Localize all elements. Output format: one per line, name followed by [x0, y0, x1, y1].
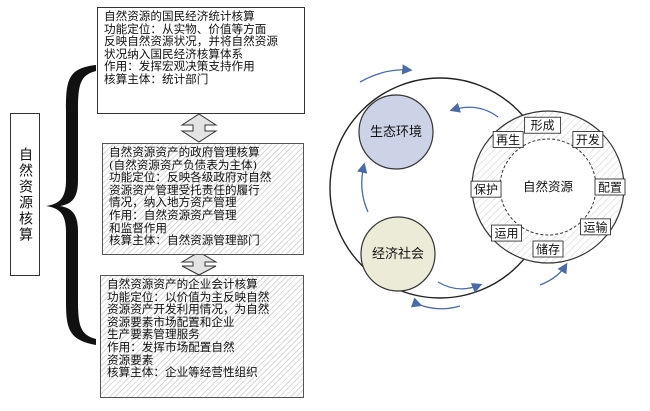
blue-arrow-right	[539, 262, 568, 286]
ring-stage-box	[491, 224, 522, 242]
box3-line: 生产要素管理服务	[107, 327, 200, 342]
blue-arrow-upper-left	[359, 64, 413, 83]
ring-stage-label: 开发	[576, 132, 600, 147]
national-accounting-box: 自然资源的国民经济统计核算功能定位：从实物、价值等方面反映自然资源状况，并将自然…	[97, 7, 305, 114]
government-accounting-box: 自然资源资产的政府管理核算(自然资源资产负债表为主体)功能定位：反映各级政府对自…	[102, 143, 304, 255]
box2-line: 和监督作用	[109, 220, 167, 235]
box2-line: 自然资源资产的政府管理核算	[109, 145, 260, 159]
box2-line: 情况，纳入地方资产管理	[109, 195, 237, 210]
ring-stage-box	[524, 116, 562, 134]
ring-stage-label: 再生	[496, 133, 520, 147]
box3-line: 自然资源资产的企业会计核算	[107, 277, 258, 291]
box1-line: 状况纳入国民经济核算体系	[104, 46, 244, 61]
box2-line: 资源资产管理受托责任的履行	[109, 182, 260, 197]
ring-stage-label: 保护	[474, 183, 498, 197]
ring-stage-box	[470, 180, 502, 198]
box1-line: 作用：发挥宏观决策支持作用	[104, 59, 255, 74]
box1-line: 自然资源的国民经济统计核算	[104, 9, 255, 23]
ring-stage-box	[572, 131, 604, 148]
ring-stage-label: 形成	[531, 119, 555, 133]
box3-line: 资源要素市场配置和企业	[107, 314, 235, 329]
blue-arrow-lower-left	[410, 297, 461, 310]
center-resource-label: 自然资源	[523, 179, 574, 194]
box3-line: 资源资产开发利用情况，为自然	[107, 302, 270, 317]
ring-stage-box	[532, 240, 564, 258]
double-arrow-1	[180, 113, 218, 143]
curly-brace	[46, 65, 96, 345]
left-vertical-title-box: 自然资源核算	[10, 113, 40, 276]
box3-line: 功能定位：以价值为主反映自然	[107, 289, 270, 304]
box3-line: 资源要素	[107, 352, 154, 367]
ring-stage-box	[580, 218, 611, 236]
ring-stage-box	[492, 131, 524, 148]
box1-line: 功能定位：从实物、价值等方面	[104, 21, 267, 36]
ring-stage-box	[594, 178, 626, 196]
box2-line: 功能定位：反映各级政府对自然	[109, 170, 272, 185]
box2-line: 核算主体：自然资源管理部门	[109, 233, 260, 248]
box3-line: 核算主体：企业等经营性组织	[107, 365, 258, 380]
double-arrow-2	[180, 251, 218, 276]
eco-env-circle	[358, 94, 434, 170]
box1-line: 反映自然资源状况，并将自然资源	[104, 34, 278, 49]
enterprise-accounting-box: 自然资源资产的企业会计核算功能定位：以价值为主反映自然资源资产开发利用情况，为自…	[100, 275, 304, 398]
box2-line: 作用：自然资源资产管理	[109, 207, 237, 222]
box2-line: (自然资源资产负债表为主体)	[109, 157, 258, 172]
blue-arrow-bottom	[437, 281, 483, 293]
eco-soc-circle	[360, 216, 436, 292]
eco-env-label: 生态环境	[370, 125, 422, 140]
blue-arrow-top	[449, 102, 499, 118]
blue-arrow-left	[357, 162, 369, 213]
box1-line: 核算主体：统计部门	[104, 71, 209, 86]
ring-stage-label: 运用	[495, 227, 519, 241]
ring-stage-label: 储存	[536, 242, 560, 257]
ring-stage-label: 运输	[583, 219, 607, 234]
eco-soc-label: 经济社会	[372, 246, 424, 262]
left-vertical-title: 自然资源核算	[17, 146, 33, 243]
box3-line: 作用：发挥市场配置自然	[107, 339, 235, 354]
ring-stage-label: 配置	[598, 181, 622, 195]
